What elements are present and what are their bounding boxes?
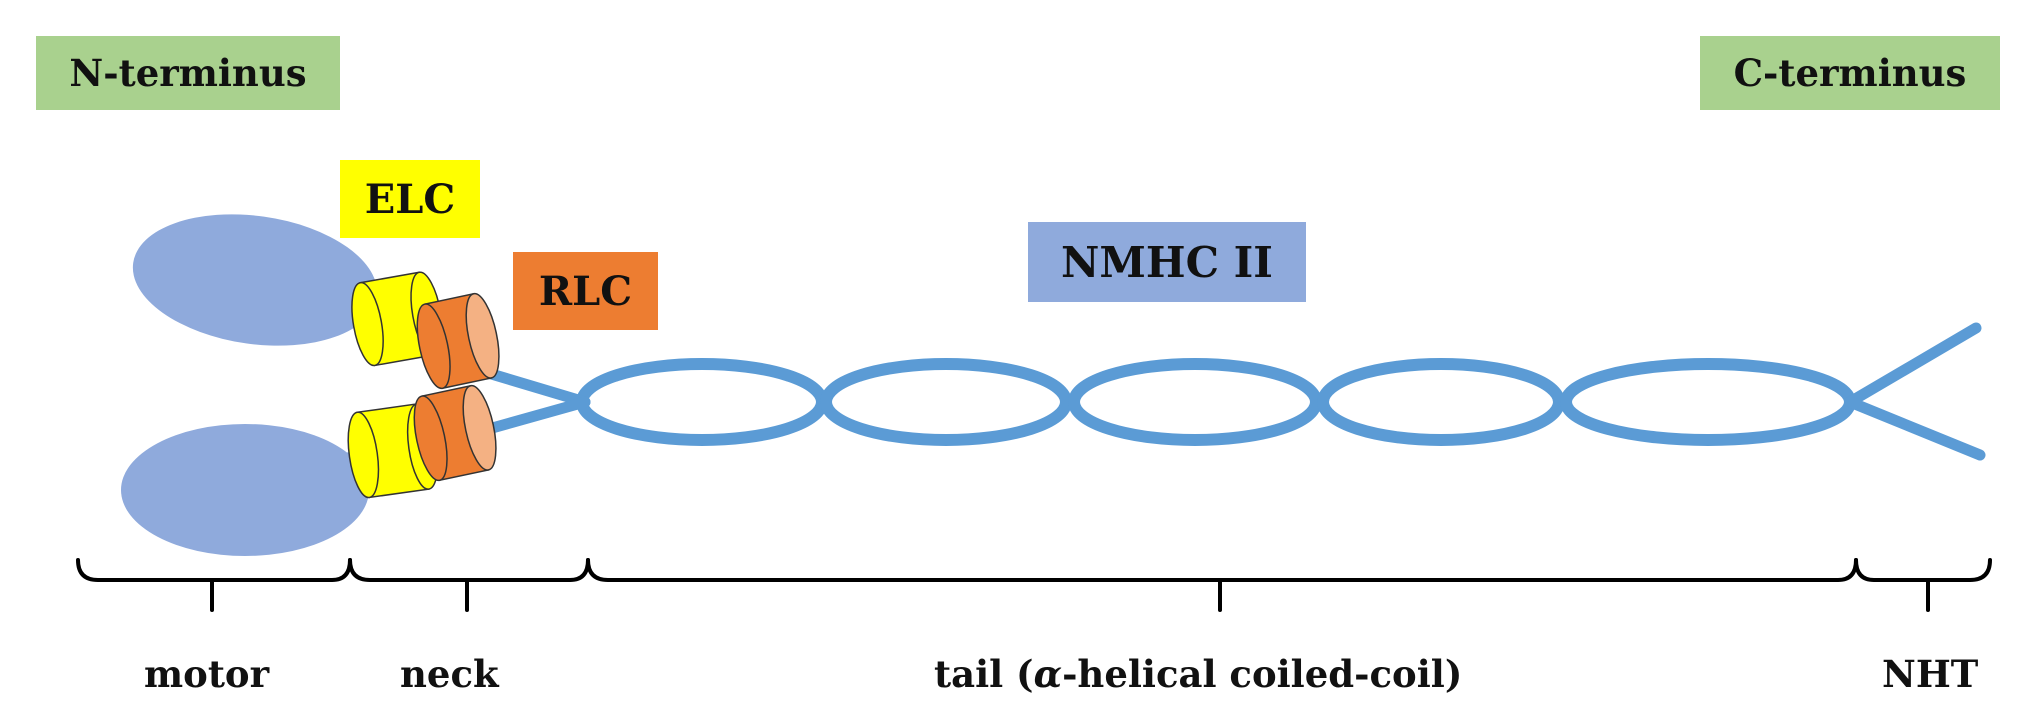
motor-head-upper xyxy=(132,214,378,346)
tail-region-label: tail (α-helical coiled-coil) xyxy=(934,656,1462,693)
elc-cylinder-upper xyxy=(351,271,443,367)
coil-loop-3 xyxy=(1068,358,1322,446)
bracket-motor xyxy=(76,558,352,612)
tail-label-suffix: -helical coiled-coil) xyxy=(1062,652,1463,696)
nht-branch-lower xyxy=(1844,396,1986,461)
tail-label-alpha: α xyxy=(1033,652,1063,696)
bracket-nht xyxy=(1854,558,1992,612)
rlc-label: RLC xyxy=(513,252,658,330)
tail-label-prefix: tail ( xyxy=(934,652,1034,696)
coiled-coil-tail xyxy=(576,358,1856,446)
bracket-neck xyxy=(348,558,590,612)
motor-head-lower xyxy=(121,424,369,556)
neck-line-lower xyxy=(472,396,591,438)
bracket-tail xyxy=(586,558,1858,612)
rlc-cylinder-lower xyxy=(413,384,497,482)
rlc-cylinder-upper xyxy=(416,292,500,390)
n-terminus-label: N-terminus xyxy=(36,36,340,110)
c-terminus-label: C-terminus xyxy=(1700,36,2000,110)
elc-label: ELC xyxy=(340,160,480,238)
nht-region-label: NHT xyxy=(1882,652,1979,696)
coil-loop-2 xyxy=(820,358,1072,446)
nmhc-ii-label: NMHC II xyxy=(1028,222,1306,302)
coil-loop-1 xyxy=(576,358,828,446)
coil-loop-4 xyxy=(1317,358,1565,446)
region-brackets xyxy=(76,558,1992,612)
motor-region-label: motor xyxy=(144,652,270,696)
coil-loop-5 xyxy=(1560,358,1856,446)
neck-region-label: neck xyxy=(400,652,499,696)
nht-branch-upper xyxy=(1844,322,1982,408)
